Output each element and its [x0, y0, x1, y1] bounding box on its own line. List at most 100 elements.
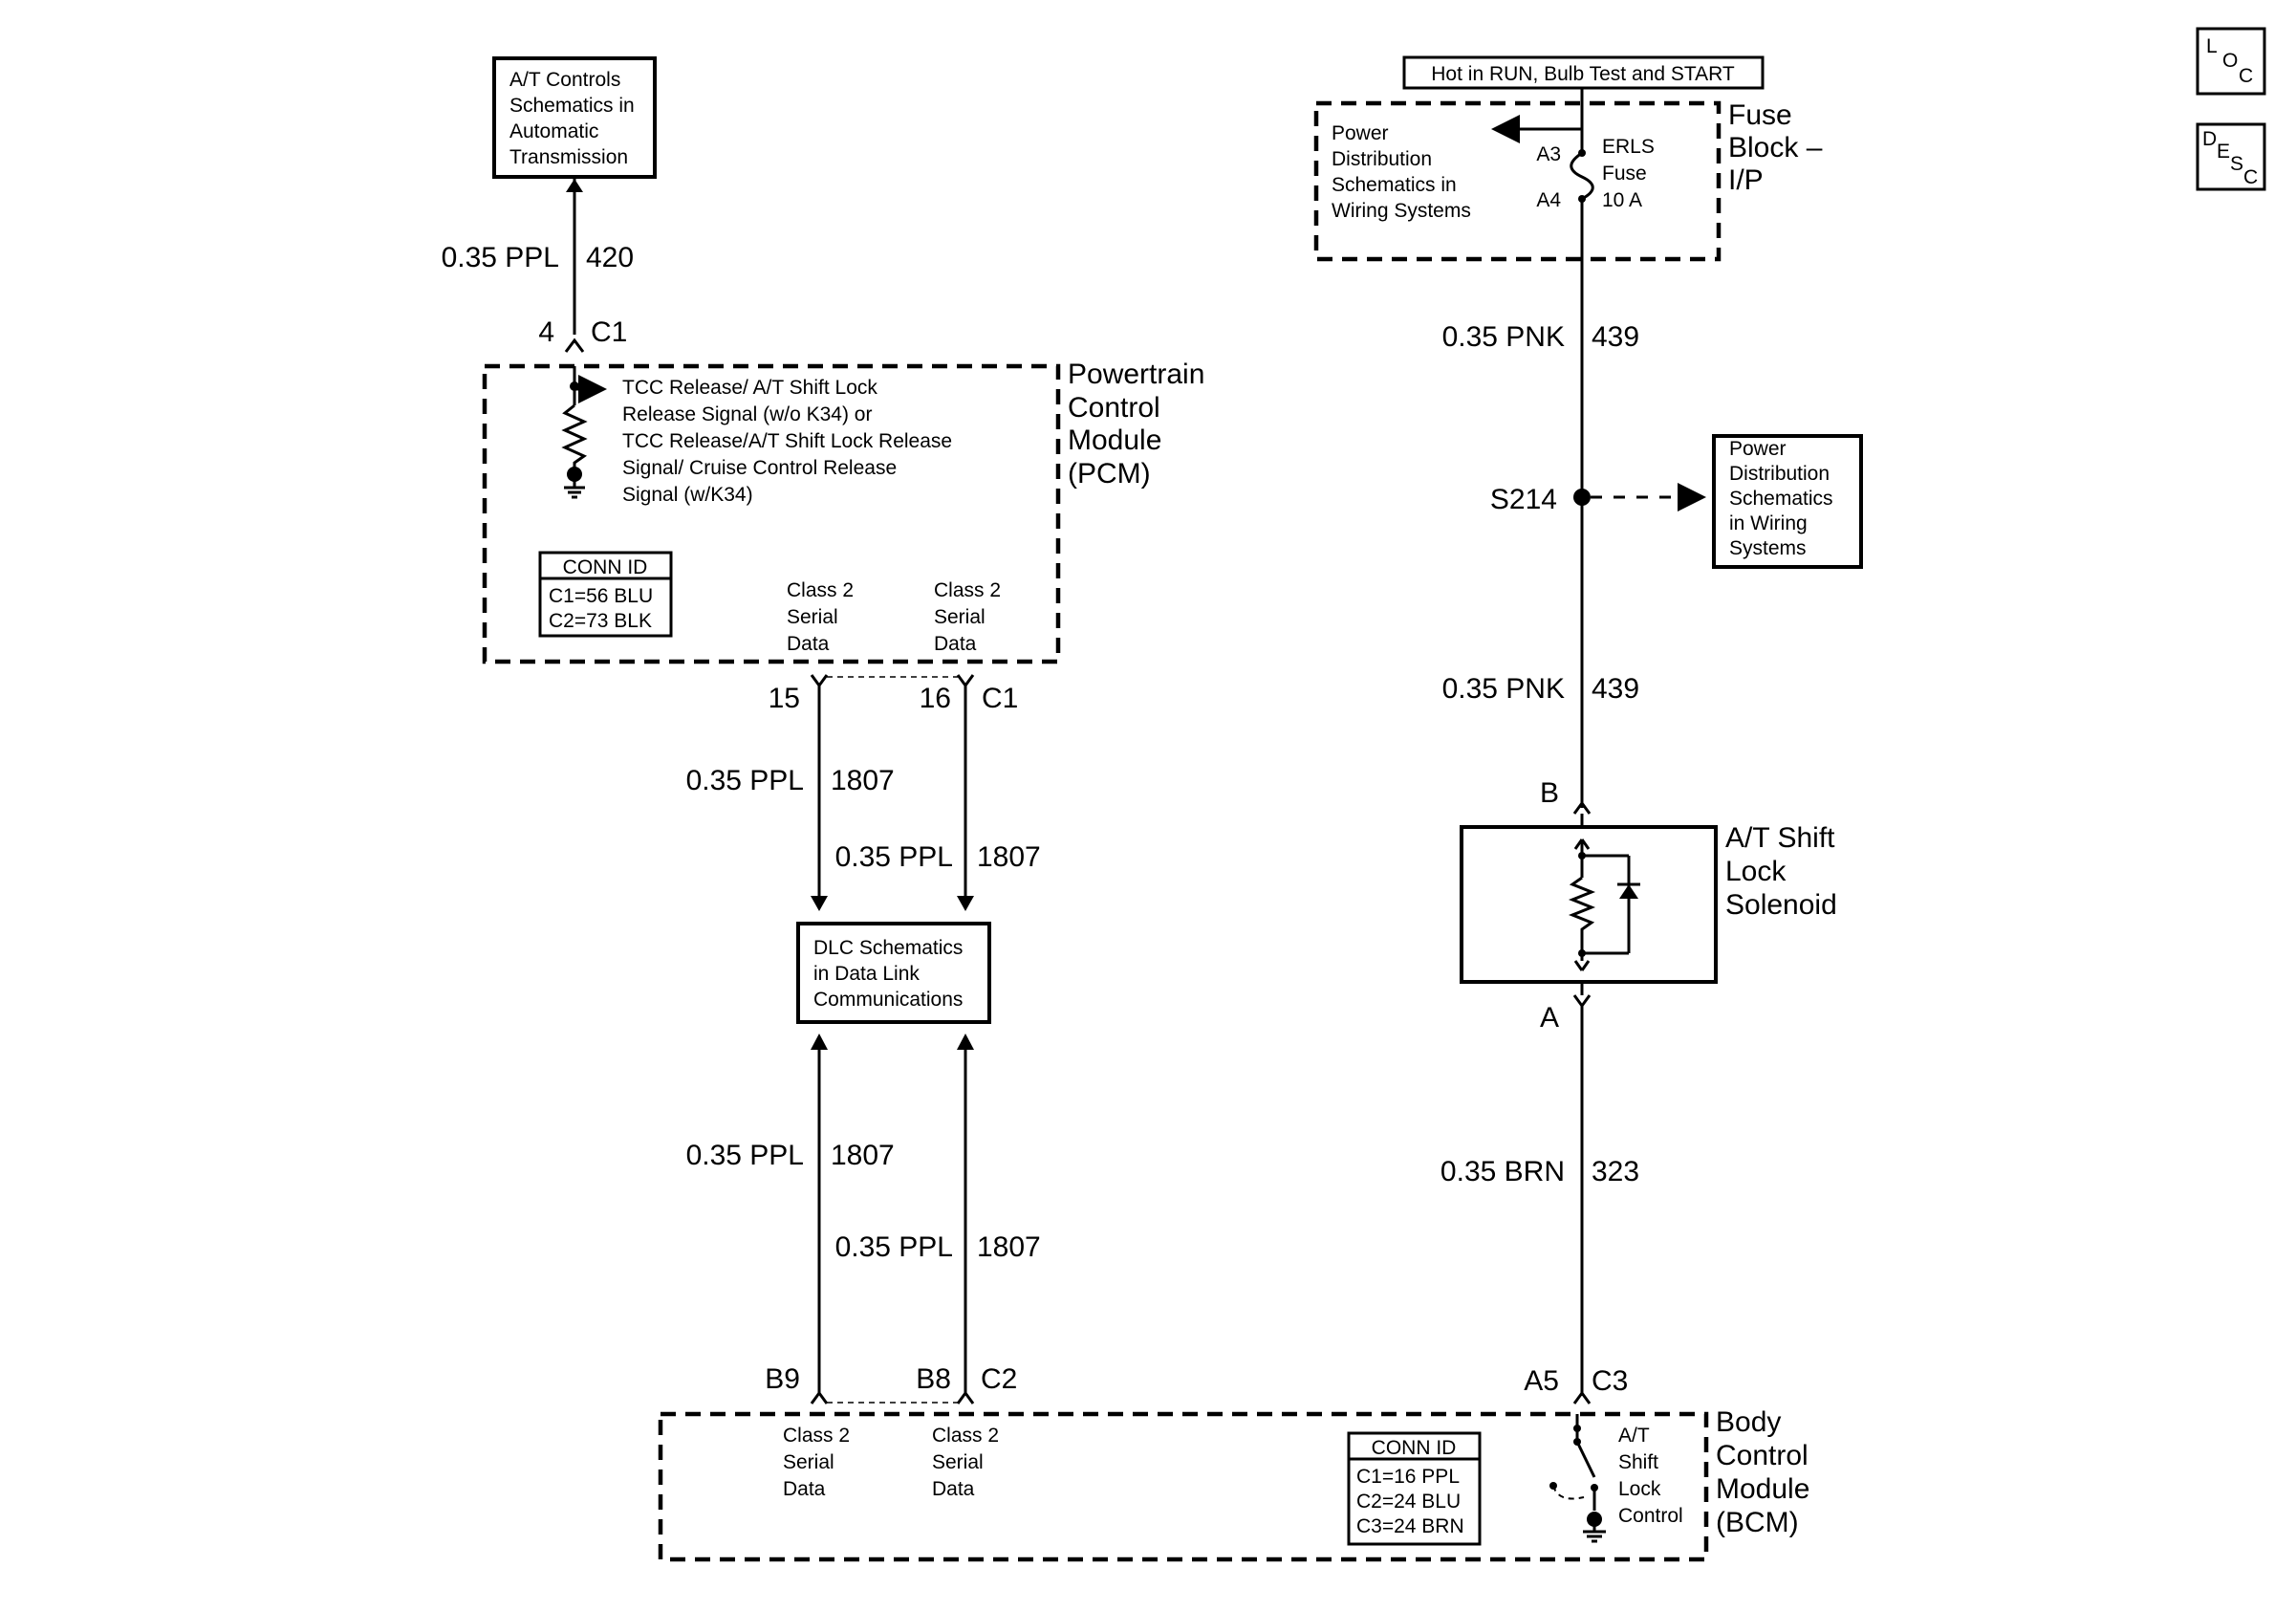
fuse-pdist-line-4: Wiring Systems: [1332, 200, 1471, 222]
bcm-serial-left-line-2: Serial: [783, 1451, 834, 1473]
bcm-conn-id-title: CONN ID: [1372, 1437, 1457, 1459]
ground-icon: [1583, 1512, 1606, 1543]
fuse-block-name-line-3: I/P: [1728, 164, 1764, 196]
bcm-switch-line-3: Lock: [1618, 1478, 1661, 1500]
pcm-conn-id-row-1: C1=56 BLU: [549, 585, 653, 607]
pcm-signal-line-5: Signal (w/K34): [622, 484, 753, 506]
pcm-conn-id-row-2: C2=73 BLK: [549, 610, 652, 632]
shift-lock-solenoid[interactable]: B A/T Shift Lock Solenoid A: [1460, 777, 1837, 1034]
pcm-signal-line-4: Signal/ Cruise Control Release: [622, 457, 897, 479]
wire-1807-lower-left-circuit: 1807: [831, 1140, 895, 1171]
wire-420-gauge: 0.35 PPL: [442, 242, 559, 273]
pcm-name-line-4: (PCM): [1068, 458, 1151, 490]
bcm-conn-id-box: CONN ID C1=16 PPL C2=24 BLU C3=24 BRN: [1347, 1431, 1482, 1546]
bcm-switch-line-2: Shift: [1618, 1451, 1658, 1473]
wire-1807-upper-left-gauge: 0.35 PPL: [686, 765, 804, 796]
pdist-right-line-5: Systems: [1729, 537, 1807, 559]
at-controls-line-2: Schematics in: [509, 95, 635, 117]
pcm-signal-line-2: Release Signal (w/o K34) or: [622, 403, 872, 425]
loc-icon[interactable]: L O C: [2196, 27, 2266, 96]
wire-420-circuit: 420: [586, 242, 634, 273]
bcm-conn-id-row-1: C1=16 PPL: [1356, 1466, 1460, 1488]
fuse-pdist-line-2: Distribution: [1332, 148, 1432, 170]
wire-1807-upper-right: 0.35 PPL 1807: [835, 686, 1041, 911]
pcm-serial-left-line-3: Data: [787, 633, 830, 655]
pcm-serial-right-line-2: Serial: [934, 606, 986, 628]
pdist-box-right[interactable]: Power Distribution Schematics in Wiring …: [1712, 434, 1863, 569]
at-controls-line-4: Transmission: [509, 146, 628, 168]
fuse-pdist-line-1: Power: [1332, 122, 1389, 144]
bcm-pin-b8: B8: [916, 1363, 951, 1395]
loc-icon-c: C: [2239, 65, 2253, 87]
desc-icon-e: E: [2217, 141, 2230, 163]
at-controls-line-3: Automatic: [509, 120, 598, 142]
bcm-pin-b9: B9: [765, 1363, 800, 1395]
pcm-module[interactable]: Powertrain Control Module (PCM) TCC Rele…: [482, 359, 1204, 664]
shift-lock-switch: A/T Shift Lock Control: [1549, 1414, 1683, 1543]
wire-1807-upper-left-circuit: 1807: [831, 765, 895, 796]
pcm-conn-id-title: CONN ID: [563, 556, 648, 578]
solenoid-pin-b: B: [1540, 777, 1559, 809]
wire-439-lower-circuit: 439: [1592, 673, 1639, 705]
splice-label: S214: [1490, 484, 1557, 515]
desc-icon-d: D: [2202, 128, 2217, 150]
desc-icon-s: S: [2230, 153, 2243, 175]
bcm-connector-c2: C2: [981, 1363, 1017, 1395]
wire-1807-lower-right-gauge: 0.35 PPL: [835, 1231, 953, 1263]
pcm-conn-id-box: CONN ID C1=56 BLU C2=73 BLK: [538, 551, 673, 638]
solenoid-pin-a: A: [1540, 1002, 1559, 1034]
fuse-pin-a4: A4: [1536, 189, 1561, 211]
loc-icon-l: L: [2206, 35, 2218, 57]
pcm-connector-c1-top: C1: [591, 316, 627, 348]
solenoid-name-line-2: Lock: [1725, 856, 1787, 887]
pcm-name-line-2: Control: [1068, 392, 1160, 424]
wire-439-upper-gauge: 0.35 PNK: [1442, 321, 1565, 353]
bcm-connector-c3: C3: [1592, 1365, 1628, 1397]
wire-1807-lower-left: 0.35 PPL 1807: [686, 1034, 895, 1393]
bcm-serial-left-line-3: Data: [783, 1478, 826, 1500]
fuse-block[interactable]: Fuse Block – I/P Power Distribution Sche…: [1313, 99, 1823, 262]
pcm-name-line-1: Powertrain: [1068, 359, 1204, 390]
wire-323-circuit: 323: [1592, 1156, 1639, 1187]
pcm-connector-c1-bottom: C1: [982, 683, 1018, 714]
bcm-name-line-2: Control: [1716, 1440, 1809, 1471]
wire-323-gauge: 0.35 BRN: [1440, 1156, 1565, 1187]
bcm-serial-right-line-2: Serial: [932, 1451, 984, 1473]
at-controls-box[interactable]: A/T Controls Schematics in Automatic Tra…: [492, 56, 657, 179]
bcm-serial-left-line-1: Class 2: [783, 1425, 850, 1447]
bcm-module[interactable]: Body Control Module (BCM) Class 2 Serial…: [658, 1406, 1809, 1562]
wire-439-lower-gauge: 0.35 PNK: [1442, 673, 1565, 705]
dlc-line-3: Communications: [813, 989, 963, 1011]
hot-label-text: Hot in RUN, Bulb Test and START: [1431, 63, 1735, 85]
solenoid-name-line-3: Solenoid: [1725, 889, 1837, 921]
bcm-conn-id-row-2: C2=24 BLU: [1356, 1491, 1461, 1513]
dlc-line-2: in Data Link: [813, 963, 920, 985]
splice-s214: S214: [1490, 483, 1706, 515]
bcm-serial-right-line-1: Class 2: [932, 1425, 999, 1447]
fuse-label-line-3: 10 A: [1602, 189, 1642, 211]
pcm-serial-left-line-1: Class 2: [787, 579, 854, 601]
wire-1807-upper-right-gauge: 0.35 PPL: [835, 841, 953, 873]
wire-420: 0.35 PPL 420: [442, 177, 634, 353]
bcm-top-connector-left: B9 B8 C2: [765, 1363, 1017, 1404]
bcm-name-line-3: Module: [1716, 1473, 1809, 1505]
wire-323: 0.35 BRN 323 A5 C3: [1440, 1006, 1639, 1404]
wire-1807-upper-left: 0.35 PPL 1807: [686, 686, 895, 911]
fuse-label-line-1: ERLS: [1602, 136, 1655, 158]
wire-1807-lower-left-gauge: 0.35 PPL: [686, 1140, 804, 1171]
desc-icon[interactable]: D E S C: [2196, 122, 2266, 191]
pcm-serial-left-line-2: Serial: [787, 606, 838, 628]
desc-icon-c: C: [2243, 166, 2258, 188]
pcm-pin-4: 4: [538, 316, 554, 348]
dlc-box[interactable]: DLC Schematics in Data Link Communicatio…: [796, 922, 991, 1024]
wire-1807-lower-right: 0.35 PPL 1807: [835, 1034, 1041, 1393]
pcm-serial-right-line-1: Class 2: [934, 579, 1001, 601]
at-controls-line-1: A/T Controls: [509, 69, 620, 91]
pcm-serial-right-line-3: Data: [934, 633, 977, 655]
fuse-pin-a3: A3: [1536, 143, 1561, 165]
pdist-right-line-3: Schematics: [1729, 488, 1833, 510]
pcm-pin-15: 15: [769, 683, 800, 714]
bcm-conn-id-row-3: C3=24 BRN: [1356, 1515, 1464, 1537]
fuse-block-name-line-2: Block –: [1728, 132, 1823, 163]
